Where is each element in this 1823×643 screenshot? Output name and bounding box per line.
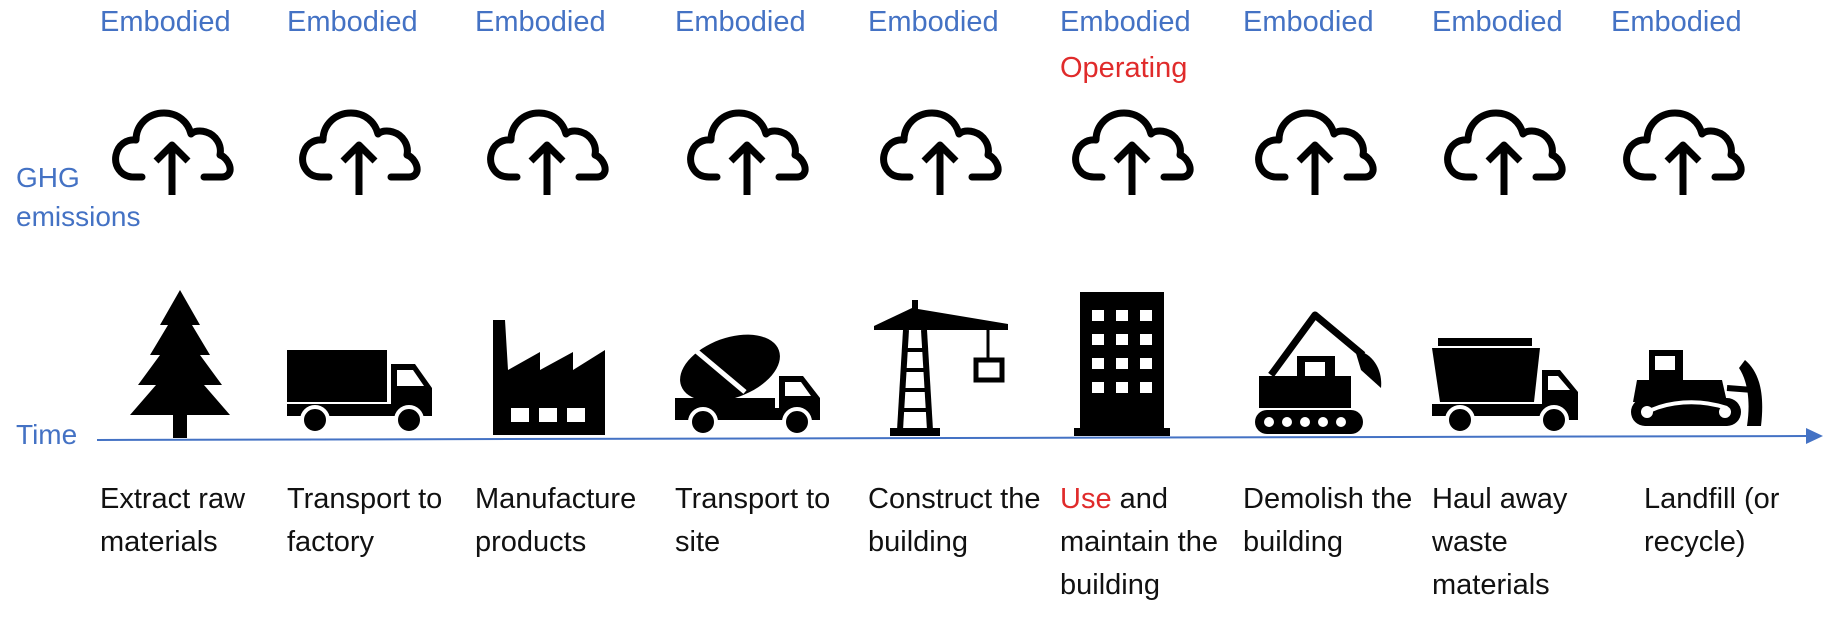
stage-extract: Embodied Extract raw materials [100, 0, 270, 643]
embodied-label: Embodied [1432, 6, 1563, 38]
cement-mixer-icon [675, 334, 820, 437]
stage-landfill: Embodied Landfill (or recycle) [1611, 0, 1802, 643]
cloud-upload-icon [299, 109, 421, 195]
embodied-label: Embodied [1060, 6, 1191, 38]
embodied-label: Embodied [475, 6, 606, 38]
stage-construct: Embodied Construct the building [868, 0, 1040, 643]
stage-haul: Embodied Haul away waste materials [1432, 0, 1602, 643]
cloud-upload-icon [1444, 109, 1566, 195]
excavator-icon [1255, 311, 1382, 434]
use-highlight: Use [1060, 483, 1112, 515]
cloud-upload-icon [880, 109, 1002, 195]
cloud-upload-icon [1072, 109, 1194, 195]
stage-demolish: Embodied Demolish the building [1243, 0, 1413, 643]
embodied-label: Embodied [1611, 6, 1742, 38]
stage-manufacture: Embodied Manufacture products [475, 0, 645, 643]
time-axis-label: Time [16, 419, 78, 450]
operating-label: Operating [1060, 52, 1188, 84]
stage-caption: Landfill (or recycle) [1644, 483, 1780, 558]
embodied-label: Embodied [675, 6, 806, 38]
dump-truck-icon [1432, 338, 1578, 435]
cloud-upload-icon [1623, 109, 1745, 195]
tree-icon [130, 290, 230, 438]
stage-caption: Construct the building [868, 483, 1041, 558]
cloud-upload-icon [1255, 109, 1377, 195]
embodied-label: Embodied [100, 6, 231, 38]
cloud-upload-icon [687, 109, 809, 195]
embodied-label: Embodied [868, 6, 999, 38]
stage-caption: Transport to site [675, 483, 831, 558]
stage-transport-factory: Embodied Transport to factory [287, 0, 457, 643]
stage-transport-site: Embodied Transport to site [675, 0, 845, 643]
crane-icon [874, 300, 1008, 436]
embodied-label: Embodied [287, 6, 418, 38]
cloud-upload-icon [112, 109, 234, 195]
stage-caption: Transport to factory [287, 483, 443, 558]
factory-icon [493, 320, 605, 435]
stage-caption: Demolish the building [1243, 483, 1413, 558]
stage-caption: Extract raw materials [100, 483, 246, 558]
stage-caption: Manufacture products [475, 483, 637, 558]
building-icon [1074, 292, 1170, 436]
embodied-label: Embodied [1243, 6, 1374, 38]
bulldozer-icon [1631, 350, 1763, 426]
stage-caption: Haul away waste materials [1432, 483, 1568, 601]
truck-icon [287, 350, 432, 435]
ghg-emissions-label: GHG emissions [16, 162, 141, 233]
cloud-upload-icon [487, 109, 609, 195]
stage-caption: Use and maintain the building [1060, 478, 1235, 607]
stage-use: Embodied Operating Use and maintain the … [1060, 0, 1230, 643]
stage-caption-text: and maintain the building [1060, 483, 1218, 601]
